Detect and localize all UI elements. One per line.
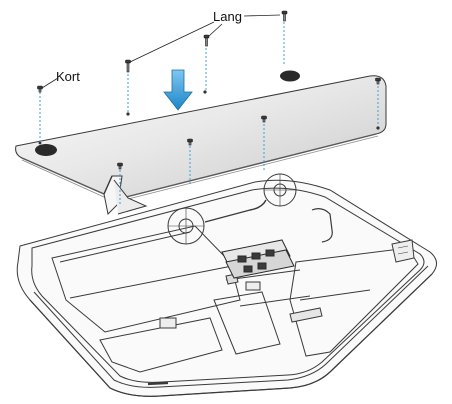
screw-icon (125, 59, 131, 73)
computer-base (16, 173, 437, 397)
screw-icon (37, 85, 43, 93)
base-outer-shell (16, 179, 437, 397)
screw-icon (117, 162, 123, 170)
bottom-case-panel (15, 70, 387, 201)
label-long-screws: Lang (213, 9, 242, 24)
screw-icon (261, 115, 267, 123)
memory-modules (221, 239, 295, 279)
base-inner-rim (31, 187, 425, 383)
base-front-lip (29, 273, 433, 397)
label-short-screws: Kort (56, 69, 80, 84)
retaining-clip (103, 175, 148, 216)
lower-left-bay (99, 317, 223, 373)
down-arrow-icon (163, 69, 193, 111)
hinge (289, 307, 323, 323)
rubber-foot-left (35, 144, 57, 156)
screw-guide-lines (39, 22, 379, 206)
screws (37, 10, 381, 170)
screw-icon (203, 34, 210, 47)
leader-lines (41, 14, 281, 89)
screw-icon (375, 77, 381, 85)
rubber-foot-right (280, 70, 300, 82)
screw-icon (281, 10, 288, 22)
heat-pipe (204, 199, 267, 223)
screw-icon (187, 138, 193, 146)
